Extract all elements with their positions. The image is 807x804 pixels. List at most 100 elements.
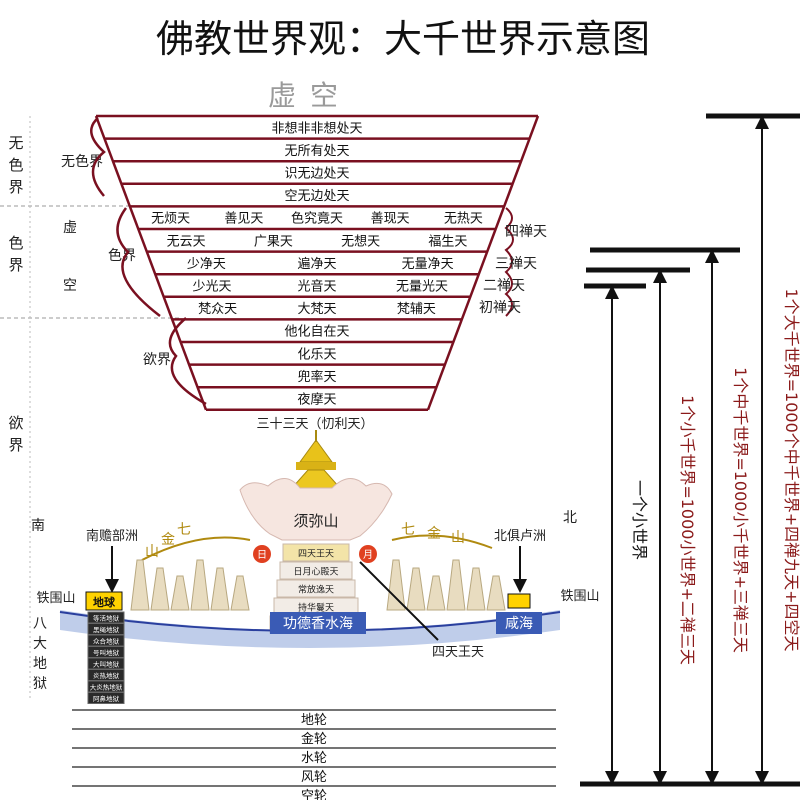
heaven-form-0-0: 无烦天 [151, 212, 190, 227]
golden-mountains-left [130, 559, 250, 611]
mountain-peak-1 [150, 567, 170, 611]
golden-mountains-right [386, 559, 506, 611]
dhyana-3: 三禅天 [495, 256, 537, 272]
wheel-label-4: 空轮 [301, 789, 327, 800]
scale-label-2: 1个中千世界=1000小千世界+三禅三天 [731, 367, 750, 653]
heaven-form-4-1: 大梵天 [297, 302, 336, 317]
mountain-peak-2 [170, 575, 190, 611]
hell-label-5: 炎热地狱 [93, 671, 120, 680]
left-label-desire: 欲界 [8, 414, 23, 454]
mountain-peak-5 [230, 575, 250, 611]
heaven-form-1-1: 广果天 [254, 234, 293, 249]
hl-c3: 地 [33, 656, 47, 672]
seas: 功德香水海 咸海 [59, 610, 561, 648]
dhyana-1: 初禅天 [479, 299, 521, 316]
dhyana-bracket [504, 207, 514, 317]
sumeru-tier-2 [276, 579, 356, 598]
heaven-left-edge [94, 115, 208, 411]
scale-label-3: 1个大千世界=1000个中千世界+四禅九天+四空天 [782, 288, 801, 651]
mountain-peak-3 [190, 559, 210, 611]
heaven-form-2-0: 少净天 [187, 257, 226, 272]
dhyana-4: 四禅天 [505, 224, 547, 240]
direction-south: 南 [31, 518, 45, 534]
fragrant-sea-label: 功德香水海 [283, 616, 353, 632]
left-label-form: 色界 [8, 234, 23, 274]
inner-label-desire: 欲界 [143, 352, 171, 368]
mountain-peak-2 [426, 575, 446, 611]
right-side: 北 北俱卢洲 七 金 山 铁围山 [386, 510, 600, 611]
void-label: 虚空 [268, 79, 352, 112]
sumeru-tier-label-0: 四天王天 [298, 549, 334, 560]
mountain-peak-0 [130, 559, 150, 611]
moon-icon [359, 545, 377, 563]
wheel-label-3: 风轮 [301, 770, 327, 785]
scale-label-0: 一个小世界 [630, 480, 649, 560]
heaven-form-1-2: 无想天 [341, 233, 380, 249]
north-continent-box [507, 593, 531, 609]
heaven-form-3-1: 光音天 [297, 278, 336, 294]
left-realm-labels: 无色界 色界 欲界 [8, 134, 23, 454]
heaven-stack: 非想非非想处天无所有处天识无边处天空无边处天无烦天善见天色究竟天善现天无热天无云… [94, 114, 540, 412]
inner-void-bottom: 空 [63, 278, 77, 294]
heaven-form-0-4: 无热天 [444, 212, 483, 227]
hell-label-3: 号叫地狱 [93, 648, 120, 657]
page-title: 佛教世界观：大千世界示意图 [156, 17, 650, 61]
inner-void-top: 虚 [63, 220, 77, 236]
ld-c1: 欲 [8, 414, 23, 432]
gm-left-3: 七 [177, 522, 191, 538]
mountain-peak-5 [486, 575, 506, 611]
left-label-formless: 无色界 [8, 134, 23, 196]
inner-label-formless: 无色界 [61, 153, 103, 170]
salty-sea-box [496, 612, 542, 634]
sumeru-tier-label-2: 常放逸天 [298, 584, 334, 596]
heaven-form-0-2: 色究竟天 [291, 211, 343, 227]
trayastrimsa-label: 三十三天（忉利天） [256, 417, 373, 432]
heaven-form-4-2: 梵辅天 [397, 302, 436, 317]
mount-sumeru: 须弥山 日 月 四天王天日月心殿天常放逸天持华鬘天坚手天 [239, 430, 393, 634]
iron-mountain-right: 铁围山 [560, 589, 599, 604]
fragrant-sea-box [270, 612, 366, 634]
mountain-peak-1 [406, 567, 426, 611]
mountain-peak-0 [386, 559, 406, 611]
four-kings-label: 四天王天 [432, 645, 484, 660]
heaven-desire-1-0: 化乐天 [297, 347, 336, 362]
sumeru-label: 须弥山 [293, 512, 338, 530]
sun-label: 日 [257, 550, 267, 561]
realm-separators [0, 116, 190, 700]
continent-south: 南赡部洲 [86, 528, 138, 544]
heaven-desire-2-0: 兜率天 [297, 369, 336, 385]
heaven-form-0-3: 善现天 [371, 211, 410, 227]
lf-c2: 色 [8, 156, 23, 174]
gm-right-1: 七 [401, 522, 415, 538]
left-side: 南 南赡部洲 山 金 七 铁围山 地球 [31, 518, 251, 611]
heaven-form-3-0: 少光天 [192, 279, 231, 294]
heaven-form-2-1: 遍净天 [297, 256, 336, 272]
ld-c2: 界 [8, 436, 23, 454]
heaven-desire-3-0: 夜摩天 [297, 391, 336, 407]
scale-label-1: 1个小千世界=1000小世界+二禅三天 [678, 395, 697, 665]
sea-band [60, 610, 560, 648]
heaven-form-4-0: 梵众天 [198, 302, 237, 317]
salty-sea-label: 咸海 [505, 616, 533, 632]
dhyana-labels: 四禅天 三禅天 二禅天 初禅天 [479, 207, 547, 317]
heaven-form-3-2: 无量光天 [396, 279, 448, 294]
lf-c3: 界 [8, 178, 23, 196]
heaven-formless-1-0: 无所有处天 [284, 144, 349, 159]
hl-c1: 八 [33, 616, 47, 632]
mountain-peak-4 [466, 567, 486, 611]
heaven-form-2-2: 无量净天 [402, 257, 454, 272]
lfo-c2: 界 [8, 256, 23, 274]
world-scale-bars: 一个小世界 1个小千世界=1000小世界+二禅三天 1个中千世界=1000小千世界+… [580, 113, 801, 787]
mountain-peak-4 [210, 567, 230, 611]
lfo-c1: 色 [8, 234, 23, 252]
hell-label-7: 阿鼻地狱 [93, 694, 120, 703]
gm-right-arc [391, 534, 493, 549]
hell-label-4: 大叫地狱 [93, 660, 120, 669]
hell-label-0: 等活地狱 [93, 614, 120, 623]
heaven-right-edge [426, 115, 540, 411]
heaven-formless-0-0: 非想非非想处天 [271, 120, 362, 136]
